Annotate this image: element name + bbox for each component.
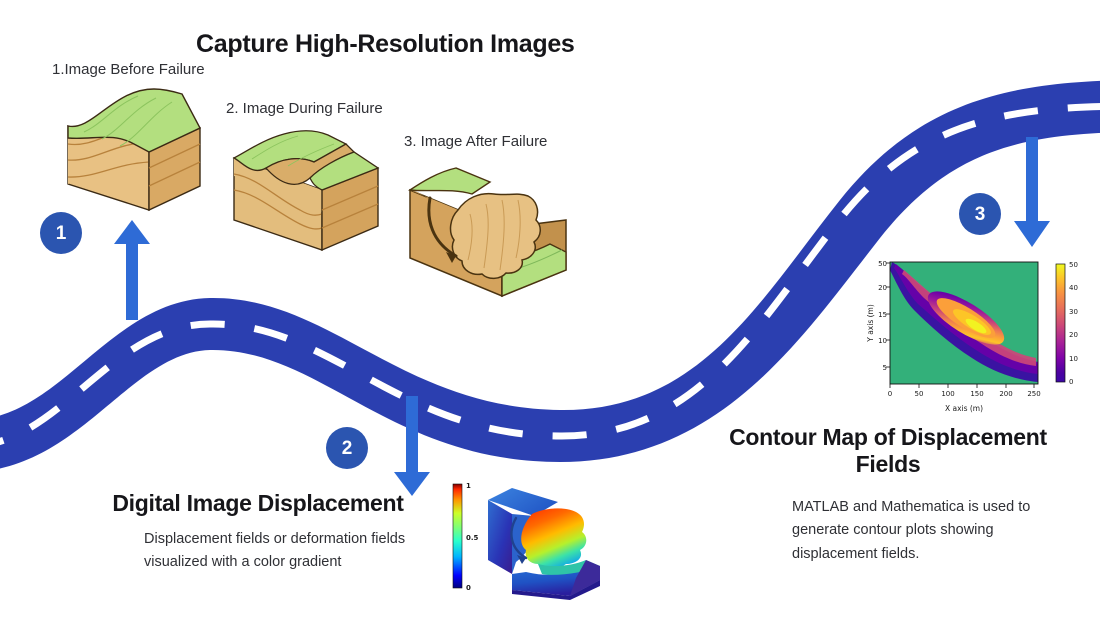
step-label-1: 1.Image Before Failure bbox=[52, 61, 205, 78]
step-circle-3[interactable]: 3 bbox=[959, 193, 1001, 235]
step-circle-1[interactable]: 1 bbox=[40, 212, 82, 254]
displacement-colorbar bbox=[452, 483, 463, 589]
svg-text:0: 0 bbox=[1069, 378, 1073, 386]
svg-text:0: 0 bbox=[888, 390, 892, 398]
contour-colorbar-ticks: 50 40 30 20 10 0 bbox=[1069, 261, 1078, 386]
slope-block-before-icon bbox=[67, 88, 201, 212]
svg-text:5: 5 bbox=[883, 364, 887, 372]
svg-text:15: 15 bbox=[878, 311, 887, 319]
svg-text:10: 10 bbox=[1069, 355, 1078, 363]
slope-block-during-icon bbox=[232, 130, 380, 252]
displacement-section-title: Digital Image Displacement bbox=[112, 490, 404, 516]
svg-text:20: 20 bbox=[878, 284, 887, 292]
contour-section-title-line2: Fields bbox=[855, 451, 921, 478]
contour-colorbar bbox=[1055, 263, 1066, 383]
svg-text:200: 200 bbox=[999, 390, 1012, 398]
svg-text:250: 250 bbox=[1027, 390, 1040, 398]
contour-x-ticks: 0 50 100 150 200 250 bbox=[888, 384, 1041, 398]
svg-text:50: 50 bbox=[878, 260, 887, 268]
road-center-dashes bbox=[0, 102, 1100, 450]
svg-text:40: 40 bbox=[1069, 284, 1078, 292]
svg-text:50: 50 bbox=[1069, 261, 1078, 269]
svg-text:1: 1 bbox=[466, 482, 471, 490]
displacement-colorbar-ticks: 1 0.5 0 bbox=[466, 482, 479, 592]
arrow-up-step-1 bbox=[114, 220, 150, 320]
step-label-2: 2. Image During Failure bbox=[226, 100, 383, 117]
arrow-down-step-3 bbox=[1014, 137, 1050, 247]
contour-y-axis-label: Y axis (m) bbox=[866, 304, 875, 343]
displacement-section-body: Displacement fields or deformation field… bbox=[144, 531, 406, 571]
contour-y-ticks: 50 20 15 10 5 bbox=[878, 260, 890, 372]
contour-section-title-line1: Contour Map of Displacement bbox=[729, 424, 1047, 450]
svg-text:0.5: 0.5 bbox=[466, 534, 479, 542]
svg-text:20: 20 bbox=[1069, 331, 1078, 339]
svg-text:0: 0 bbox=[466, 584, 471, 592]
svg-text:30: 30 bbox=[1069, 308, 1078, 316]
svg-text:10: 10 bbox=[878, 337, 887, 345]
svg-text:150: 150 bbox=[970, 390, 983, 398]
road-surface bbox=[0, 80, 1100, 469]
step-circle-2[interactable]: 2 bbox=[326, 427, 368, 469]
step-label-3: 3. Image After Failure bbox=[404, 133, 548, 150]
slope-block-after-icon bbox=[408, 167, 567, 298]
digital-image-displacement-3d: 1 0.5 0 bbox=[452, 482, 600, 600]
svg-text:50: 50 bbox=[915, 390, 924, 398]
contour-map-displacement-fields: 50 20 15 10 5 0 50 100 150 200 250 bbox=[866, 260, 1078, 413]
contour-section-body: MATLAB and Mathematica is used to genera… bbox=[792, 499, 1031, 562]
contour-x-axis-label: X axis (m) bbox=[945, 404, 983, 413]
arrow-down-step-2 bbox=[394, 396, 430, 496]
page-title: Capture High-Resolution Images bbox=[196, 30, 575, 58]
svg-text:100: 100 bbox=[941, 390, 954, 398]
